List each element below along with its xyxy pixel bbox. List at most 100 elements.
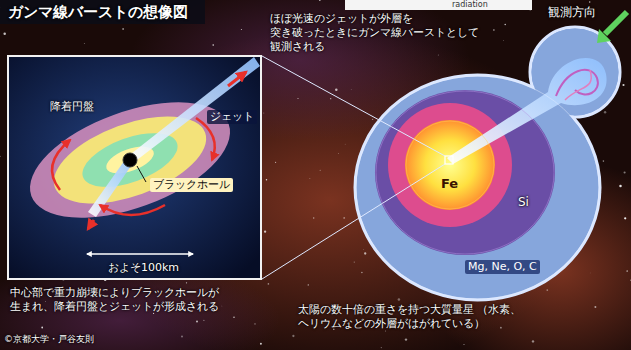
star-dot xyxy=(153,313,154,314)
star-dot xyxy=(503,40,505,42)
element-label: Si xyxy=(518,195,529,210)
star-dot xyxy=(292,335,294,337)
star-dot xyxy=(350,89,352,91)
jet-swirl xyxy=(565,70,591,100)
star-dot xyxy=(463,344,464,345)
layer-outline xyxy=(375,90,555,255)
star-dot xyxy=(41,327,43,329)
star-dot xyxy=(493,29,495,31)
caption-text: 中心部で重力崩壊によりブラックホールが 生まれ、降着円盤とジェットが形成される xyxy=(10,286,232,314)
iron-core xyxy=(405,120,495,210)
star-dot xyxy=(363,249,365,251)
view-direction-arrow-head xyxy=(597,29,611,43)
silicon-layer xyxy=(375,90,555,255)
copyright-text: ©京都大学・戸谷友則 xyxy=(4,334,94,345)
silicon-layer: Si Fe xyxy=(375,90,555,255)
star-outer-layer: Mg, Ne, O, C Si Fe xyxy=(355,75,600,300)
title-band xyxy=(0,0,205,24)
inset-background xyxy=(7,55,262,280)
zoom-marker xyxy=(445,156,453,164)
jet-direction-arrow xyxy=(88,220,94,229)
star-dot xyxy=(335,89,338,92)
star-dot xyxy=(630,279,631,280)
iron-core: Fe xyxy=(405,120,495,210)
star-dot xyxy=(263,112,265,114)
star-dot xyxy=(233,316,235,318)
star-dot xyxy=(186,282,187,283)
star-dot xyxy=(337,152,339,154)
star-dot xyxy=(604,111,606,113)
star-dot xyxy=(344,143,346,145)
star-dot xyxy=(241,29,242,30)
relativistic-jet xyxy=(447,58,607,164)
element-label: Fe xyxy=(441,176,458,192)
layer-outline xyxy=(405,120,495,210)
star-dot xyxy=(624,171,626,173)
element-label: Mg, Ne, O, C xyxy=(465,260,540,274)
rotation-arrow xyxy=(52,140,70,190)
inner-shell xyxy=(388,103,512,227)
caption-text: 太陽の数十倍の重さを持つ大質量星 （水素、ヘリウムなどの外層がはがれている） xyxy=(298,303,538,331)
star-dot xyxy=(504,24,505,25)
star-dot xyxy=(603,160,605,162)
screen-fragment-strip xyxy=(345,0,532,10)
star-dot xyxy=(268,283,270,285)
star-dot xyxy=(254,323,255,324)
star-dot xyxy=(589,272,591,274)
star-dot xyxy=(385,330,387,332)
zoom-line xyxy=(262,164,445,279)
layer-boundary xyxy=(376,91,554,254)
star-dot xyxy=(83,43,85,45)
scale-bar xyxy=(87,253,193,255)
figure-title: ガンマ線バーストの想像図 xyxy=(8,3,188,22)
star-dot xyxy=(260,343,262,345)
part-label: ブラックホール xyxy=(150,178,233,192)
star-dot xyxy=(212,44,214,46)
star-dot xyxy=(3,32,5,34)
star-dot xyxy=(266,179,267,180)
star-dot xyxy=(546,289,548,291)
star-dot xyxy=(372,119,373,120)
star-dot xyxy=(619,185,622,188)
star-dot xyxy=(381,347,382,348)
star-dot xyxy=(589,1,590,2)
black-hole xyxy=(123,153,137,167)
star-dot xyxy=(309,177,311,179)
star-dot xyxy=(308,284,309,285)
star-dot xyxy=(532,340,534,342)
part-label: ジェット xyxy=(207,110,257,124)
star-dot xyxy=(624,217,626,219)
star-dot xyxy=(203,320,204,321)
star-dot xyxy=(275,162,276,163)
layer-boundary xyxy=(406,121,494,209)
star-dot xyxy=(330,98,331,99)
star-dot xyxy=(297,98,298,99)
star-outer-envelope xyxy=(355,75,600,300)
jet-direction-arrow xyxy=(228,72,246,86)
star-dot xyxy=(500,327,502,329)
star-dot xyxy=(196,320,198,322)
star-dot xyxy=(0,156,1,157)
star-dot xyxy=(626,270,628,272)
view-direction-arrow xyxy=(605,12,627,34)
zoom-line xyxy=(262,56,445,156)
part-label: 降着円盤 xyxy=(50,100,94,114)
dimension-label: およそ100km xyxy=(108,261,179,275)
star-dot xyxy=(622,84,624,86)
star-dot xyxy=(320,170,321,171)
star-dot xyxy=(361,272,362,273)
rotation-arrow xyxy=(100,205,165,215)
direction-label: 観測方向 xyxy=(548,5,596,20)
star-dot xyxy=(354,261,355,262)
star-dot xyxy=(343,217,345,219)
star-dot xyxy=(181,336,183,338)
layer-boundary xyxy=(356,76,599,299)
star-dot xyxy=(364,252,366,254)
screen-fragment-text: radiation xyxy=(452,0,488,10)
star-dot xyxy=(319,0,321,1)
star-dot xyxy=(405,338,407,340)
star-dot xyxy=(438,54,439,55)
